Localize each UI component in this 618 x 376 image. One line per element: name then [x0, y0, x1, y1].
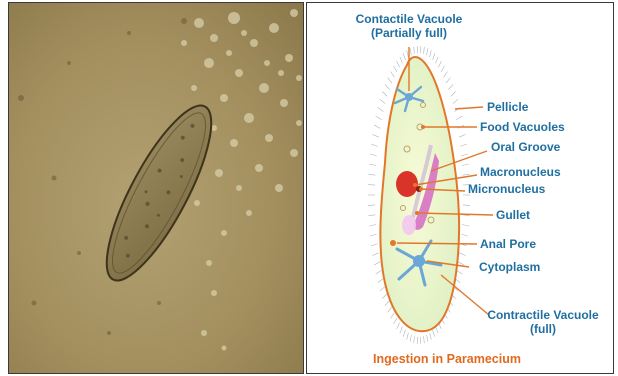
diagram-panel: Contactile Vacuole (Partially full) Pell…: [306, 2, 614, 374]
cilium: [394, 66, 398, 72]
cilium: [371, 244, 378, 246]
cilium: [430, 50, 432, 57]
cilium: [414, 336, 415, 343]
cilium: [391, 313, 395, 319]
gullet-vesicle: [402, 215, 416, 235]
cilium: [394, 318, 398, 324]
cilium: [441, 66, 445, 72]
cilium: [378, 279, 384, 283]
cilium: [382, 294, 387, 299]
cilium: [369, 164, 376, 166]
label-cytoplasm: Cytoplasm: [479, 260, 540, 274]
cilium: [371, 144, 378, 146]
cilium: [448, 84, 453, 89]
cilium: [446, 78, 450, 84]
cilium: [400, 57, 403, 64]
label-contractile-vacuole-partial-sub: (Partially full): [371, 26, 447, 40]
cilium: [372, 134, 378, 137]
cilium: [374, 262, 380, 265]
cilium: [397, 323, 400, 329]
cilium: [376, 116, 382, 120]
cilium: [463, 205, 470, 206]
cilium: [400, 327, 403, 334]
cilium: [407, 50, 409, 57]
cilium: [388, 78, 392, 84]
cilium: [374, 125, 380, 128]
cilium: [368, 185, 375, 186]
cilium: [410, 48, 411, 55]
cilium: [397, 61, 400, 67]
cilium: [433, 53, 435, 60]
cilium: [368, 205, 375, 206]
label-oral-groove: Oral Groove: [491, 140, 561, 154]
cilium: [370, 234, 377, 236]
cilium: [370, 154, 377, 156]
cilium: [453, 99, 458, 104]
anal-pore: [390, 240, 396, 246]
cilium: [458, 262, 464, 265]
label-anal-pore: Anal Pore: [480, 237, 536, 251]
label-gullet: Gullet: [496, 208, 530, 222]
cilium: [459, 134, 465, 137]
cilium: [385, 301, 390, 306]
cilium: [444, 72, 448, 78]
label-micronucleus: Micronucleus: [468, 182, 546, 196]
cilium: [460, 144, 467, 146]
diagram-caption: Ingestion in Paramecium: [373, 352, 521, 366]
cilium: [380, 99, 385, 104]
cilium: [459, 253, 465, 256]
cilium: [407, 333, 409, 340]
cilium: [378, 107, 384, 111]
cilium: [461, 154, 468, 156]
label-contractile-vacuole-full-sub: (full): [530, 322, 556, 336]
label-contractile-vacuole-partial: Contactile Vacuole: [356, 12, 463, 26]
cilium: [369, 225, 376, 227]
cilium: [427, 335, 428, 342]
cilium: [427, 48, 428, 55]
label-pellicle: Pellicle: [487, 100, 529, 114]
cilium: [436, 57, 439, 64]
cilium: [456, 116, 462, 120]
cilium: [403, 53, 405, 60]
cilium: [391, 72, 395, 78]
cilium: [438, 61, 441, 67]
cilium: [372, 253, 378, 256]
cilium: [461, 234, 468, 236]
label-food-vacuoles: Food Vacuoles: [480, 120, 565, 134]
cilium: [424, 47, 425, 54]
cilium: [430, 333, 432, 340]
cilium: [462, 225, 469, 227]
cilium: [369, 174, 376, 175]
cilium: [414, 47, 415, 54]
micrograph-panel: [8, 2, 304, 374]
cilium: [388, 307, 392, 313]
cilium: [369, 215, 376, 216]
paramecium-diagram: Contactile Vacuole (Partially full) Pell…: [307, 3, 613, 373]
cilium: [436, 327, 439, 334]
label-contractile-vacuole-full: Contractile Vacuole: [487, 308, 599, 322]
cilium: [463, 174, 470, 175]
cilium: [385, 84, 390, 89]
cilium: [410, 335, 411, 342]
cilium: [424, 336, 425, 343]
cilium: [403, 330, 405, 337]
cilium: [376, 270, 382, 274]
paramecium-micrograph: [9, 3, 303, 373]
cilium: [382, 92, 387, 97]
cilium: [380, 286, 385, 291]
cilium: [451, 92, 456, 97]
label-macronucleus: Macronucleus: [480, 165, 561, 179]
cilium: [433, 330, 435, 337]
cilium: [462, 164, 469, 166]
